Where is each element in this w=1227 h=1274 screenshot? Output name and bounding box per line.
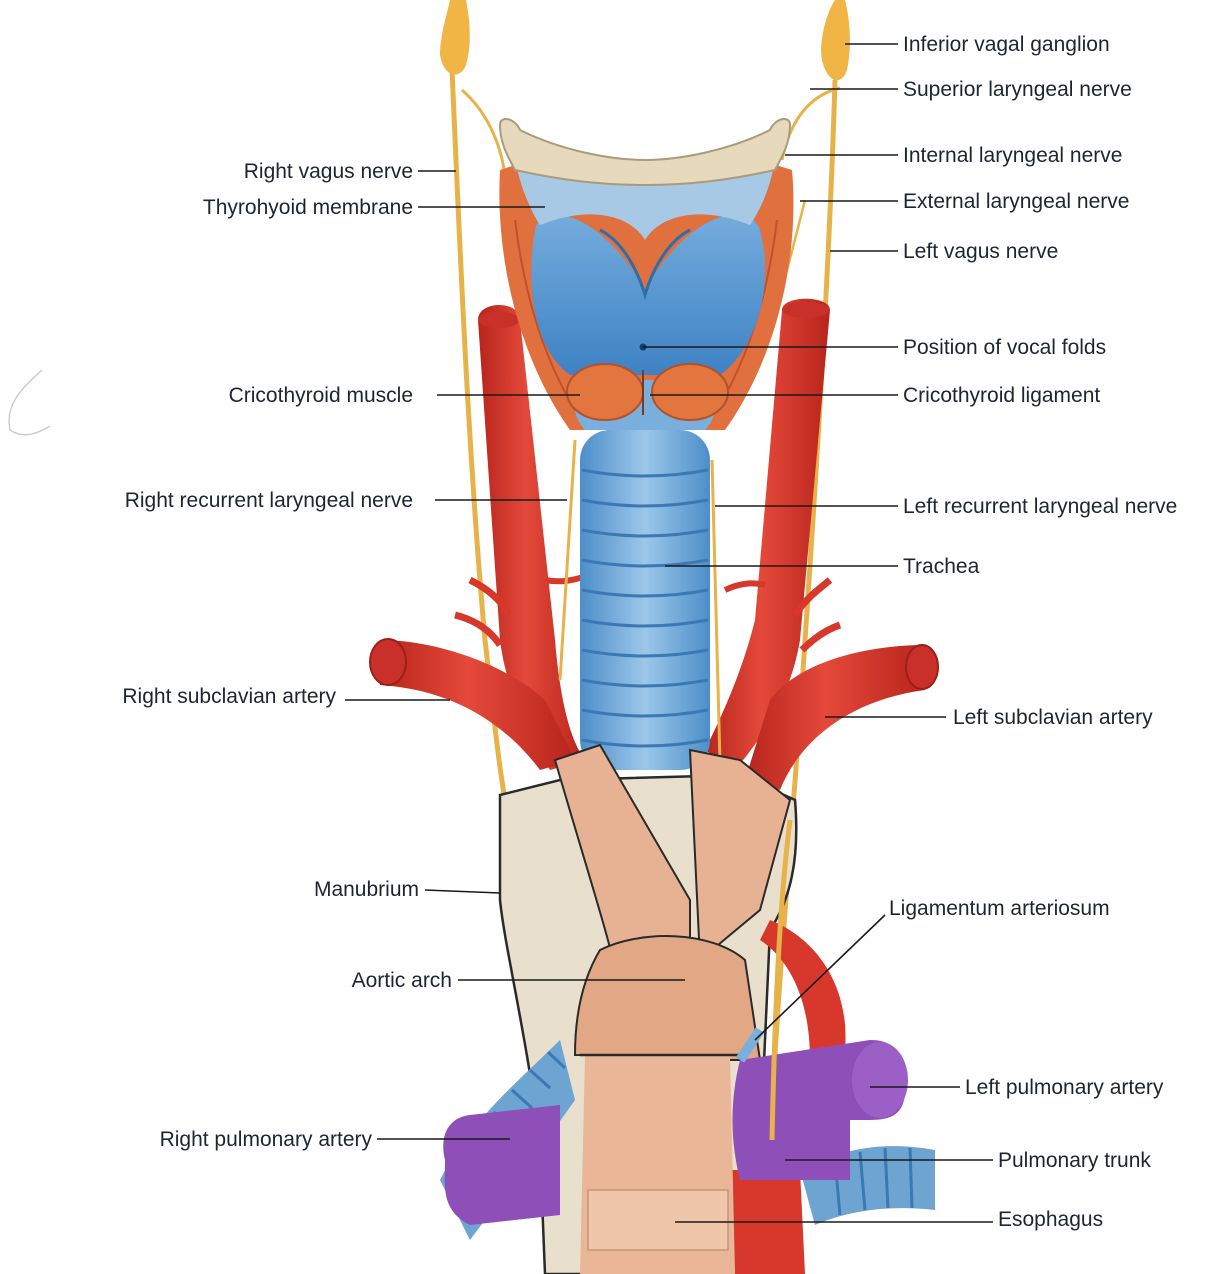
left-bronchus-rings xyxy=(833,1147,914,1216)
label-inferior-vagal-ganglion: Inferior vagal ganglion xyxy=(903,33,1110,56)
left-arm-of-arch xyxy=(688,748,792,963)
label-aortic-arch: Aortic arch xyxy=(352,969,452,992)
right-subclavian-cut xyxy=(369,638,407,686)
label-left-subclavian-artery: Left subclavian artery xyxy=(953,706,1153,729)
label-external-laryngeal-nerve: External laryngeal nerve xyxy=(903,190,1129,213)
labels: Inferior vagal ganglion Superior larynge… xyxy=(122,33,1177,1231)
leader-ligamentum-arteriosum xyxy=(754,914,886,1041)
aortic-arch xyxy=(573,935,762,1061)
right-subclavian-artery xyxy=(380,640,575,770)
leader-manubrium xyxy=(424,889,501,894)
label-right-vagus-nerve: Right vagus nerve xyxy=(244,160,413,183)
right-carotid-cut xyxy=(478,312,520,328)
label-cricothyroid-muscle: Cricothyroid muscle xyxy=(229,384,413,407)
label-position-of-vocal-folds: Position of vocal folds xyxy=(903,336,1106,359)
left-subclavian-cut xyxy=(905,644,939,690)
thyroid-artery-left xyxy=(723,580,766,593)
left-artery-branch xyxy=(792,577,842,653)
right-recurrent-laryngeal-nerve xyxy=(558,439,577,681)
descending-aorta xyxy=(760,920,846,1060)
label-thyrohyoid-membrane: Thyrohyoid membrane xyxy=(203,196,413,219)
thyroid-notch xyxy=(599,228,691,301)
label-pulmonary-trunk: Pulmonary trunk xyxy=(998,1149,1151,1172)
label-manubrium: Manubrium xyxy=(314,878,419,901)
label-left-recurrent-laryngeal-nerve: Left recurrent laryngeal nerve xyxy=(903,495,1177,518)
left-vagus-nerve xyxy=(767,79,838,1141)
right-artery-branch xyxy=(454,576,513,648)
esophagus-lower-band xyxy=(587,1189,729,1251)
label-right-recurrent-laryngeal-nerve: Right recurrent laryngeal nerve xyxy=(125,489,413,512)
label-internal-laryngeal-nerve: Internal laryngeal nerve xyxy=(903,144,1122,167)
thyroid-cartilage xyxy=(531,214,766,375)
ligamentum-arteriosum xyxy=(735,1027,765,1063)
right-superior-laryngeal-nerve xyxy=(461,88,507,176)
label-superior-laryngeal-nerve: Superior laryngeal nerve xyxy=(903,78,1132,101)
left-common-carotid-artery xyxy=(705,298,830,770)
label-ligamentum-arteriosum: Ligamentum arteriosum xyxy=(889,897,1110,920)
edge-sketch xyxy=(8,369,51,436)
cricothyroid-muscle-left xyxy=(651,363,729,421)
trachea xyxy=(580,430,710,770)
left-pulmonary-artery-cut xyxy=(852,1042,908,1118)
leader-lines xyxy=(345,43,993,1223)
label-esophagus: Esophagus xyxy=(998,1208,1103,1231)
right-pulmonary-artery xyxy=(443,1105,560,1225)
label-left-vagus-nerve: Left vagus nerve xyxy=(903,240,1058,263)
label-left-pulmonary-artery: Left pulmonary artery xyxy=(965,1076,1164,1099)
left-vagus-nerve-front xyxy=(769,819,793,1141)
cricothyroid-muscle-right xyxy=(566,363,644,421)
right-inferior-vagal-ganglion xyxy=(440,0,470,75)
label-cricothyroid-ligament: Cricothyroid ligament xyxy=(903,384,1100,407)
label-right-pulmonary-artery: Right pulmonary artery xyxy=(160,1128,373,1151)
right-vagus-nerve xyxy=(449,69,508,801)
tracheal-rings xyxy=(581,468,709,748)
left-carotid-cut xyxy=(782,302,830,318)
label-trachea: Trachea xyxy=(903,555,980,578)
hyoid-bone xyxy=(498,118,792,187)
inferior-vagal-ganglion xyxy=(821,0,850,81)
label-right-subclavian-artery: Right subclavian artery xyxy=(122,685,336,708)
right-common-carotid-artery xyxy=(478,305,585,770)
illustration-artwork xyxy=(8,0,939,1274)
